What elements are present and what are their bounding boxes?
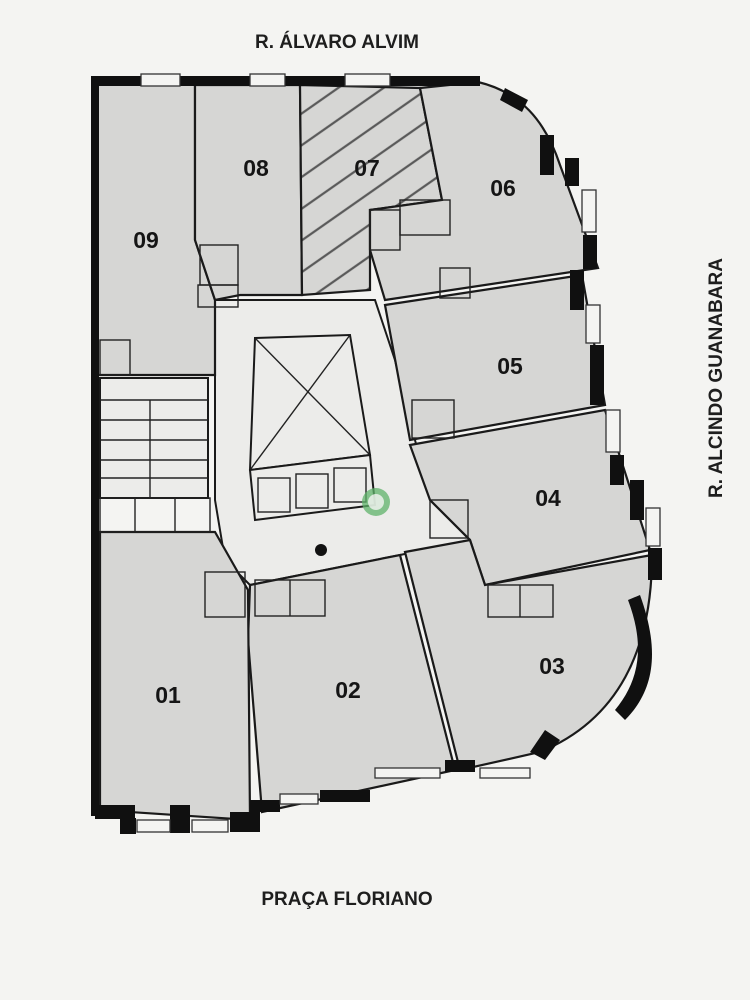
street-label-south: PRAÇA FLORIANO xyxy=(261,889,432,910)
column-dot xyxy=(315,544,327,556)
street-label-east: R. ALCINDO GUANABARA xyxy=(706,258,727,498)
unit-label-05: 05 xyxy=(497,353,523,379)
exterior-walls xyxy=(91,76,662,834)
unit-05[interactable] xyxy=(383,273,607,442)
unit-label-01: 01 xyxy=(155,682,181,708)
unit-label-06: 06 xyxy=(490,175,516,201)
unit-label-02: 02 xyxy=(335,677,361,703)
unit-08[interactable] xyxy=(193,83,304,302)
unit-01[interactable] xyxy=(98,530,252,822)
stair-steps xyxy=(100,399,208,498)
windows xyxy=(136,73,661,833)
street-label-north: R. ÁLVARO ALVIM xyxy=(255,31,419,53)
unit-label-09: 09 xyxy=(133,227,159,253)
unit-label-08: 08 xyxy=(243,155,269,181)
unit-label-04: 04 xyxy=(535,485,561,511)
light-shaft xyxy=(248,333,372,472)
stairwell xyxy=(99,377,209,499)
unit-label-07: 07 xyxy=(354,155,380,181)
partitions xyxy=(99,199,554,618)
unit-label-03: 03 xyxy=(539,653,565,679)
